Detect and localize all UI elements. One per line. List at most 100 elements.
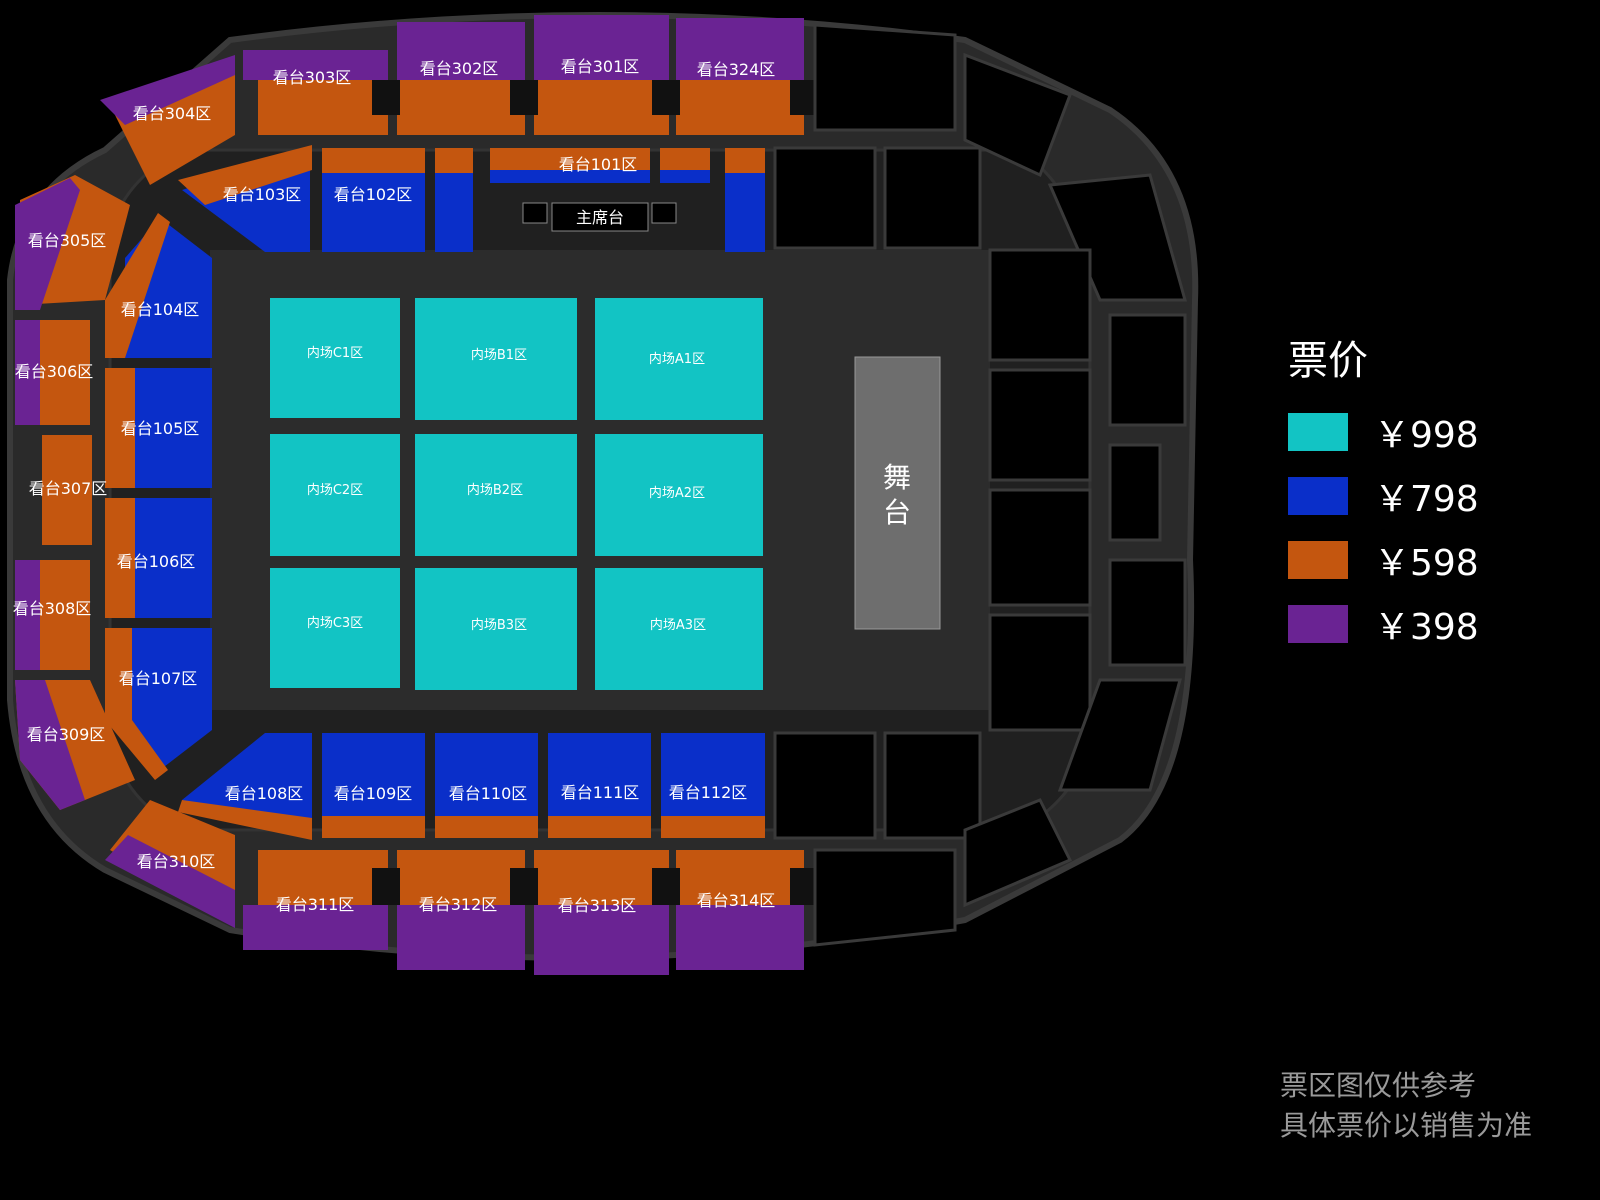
- label-109: 看台109区: [334, 784, 413, 803]
- floor-C2[interactable]: [270, 434, 400, 556]
- section-302[interactable]: [397, 22, 525, 80]
- section-307[interactable]: [42, 435, 92, 545]
- left-side-sections: [15, 175, 212, 810]
- label-312: 看台312区: [419, 895, 498, 914]
- label-floor-B2: 内场B2区: [467, 482, 523, 498]
- section-101a-outer: [435, 148, 473, 173]
- section-311-outer: [243, 905, 388, 950]
- label-304: 看台304区: [133, 104, 212, 123]
- legend-item: ￥998: [1288, 400, 1479, 464]
- label-floor-C1: 内场C1区: [307, 345, 363, 361]
- section-304[interactable]: [110, 60, 235, 185]
- vomitory: [372, 80, 400, 115]
- section-305-outer: [15, 178, 80, 310]
- section-106-outer: [105, 498, 135, 618]
- section-304-outer: [100, 55, 235, 125]
- vomitory: [510, 868, 538, 905]
- label-103: 看台103区: [223, 185, 302, 204]
- floor-C1[interactable]: [270, 298, 400, 418]
- section-313[interactable]: [534, 850, 669, 905]
- label-309: 看台309区: [27, 725, 106, 744]
- label-302: 看台302区: [420, 59, 499, 78]
- label-104: 看台104区: [121, 300, 200, 319]
- stage-label-1: 舞: [883, 461, 911, 494]
- price-legend: 票价 ￥998 ￥798 ￥598 ￥398: [1288, 328, 1479, 656]
- closed-blocks-top-right: [773, 23, 1187, 302]
- label-floor-B1: 内场B1区: [471, 347, 527, 363]
- label-112: 看台112区: [669, 783, 748, 802]
- section-112-outer: [661, 816, 765, 838]
- label-308: 看台308区: [13, 599, 92, 618]
- legend-swatch: [1288, 477, 1348, 515]
- floor-C3[interactable]: [270, 568, 400, 688]
- label-floor-B3: 内场B3区: [471, 617, 527, 633]
- legend-title: 票价: [1288, 338, 1368, 384]
- upper-tier-top: [100, 15, 818, 185]
- section-102-outer: [322, 148, 425, 173]
- label-101: 看台101区: [559, 155, 638, 174]
- label-324: 看台324区: [697, 60, 776, 79]
- legend-swatch: [1288, 605, 1348, 643]
- head-table-side: [522, 202, 548, 224]
- legend-item: ￥398: [1288, 592, 1479, 656]
- stage: [854, 356, 941, 630]
- label-307: 看台307区: [29, 479, 108, 498]
- section-314-outer: [676, 905, 804, 970]
- section-301[interactable]: [534, 15, 669, 80]
- section-101-outer: [490, 148, 650, 170]
- section-108[interactable]: [182, 733, 312, 838]
- label-floor-C2: 内场C2区: [307, 482, 363, 498]
- section-301-lower: [534, 80, 669, 135]
- vomitory: [510, 80, 538, 115]
- legend-price: ￥998: [1374, 415, 1479, 456]
- legend-swatch: [1288, 413, 1348, 451]
- section-324-lower: [676, 80, 804, 135]
- label-107: 看台107区: [119, 669, 198, 688]
- section-303-lower: [258, 80, 388, 135]
- section-324[interactable]: [676, 18, 804, 80]
- label-301: 看台301区: [561, 57, 640, 76]
- section-104-outer: [105, 213, 170, 358]
- section-303[interactable]: [243, 50, 388, 80]
- label-111: 看台111区: [561, 783, 640, 802]
- floor-B2[interactable]: [415, 434, 577, 556]
- floor-sections: [270, 298, 763, 690]
- floor-A1[interactable]: [595, 298, 763, 420]
- inner-tier-top: [178, 145, 765, 252]
- label-head-table: 主席台: [576, 208, 624, 227]
- section-312-outer: [397, 905, 525, 970]
- section-107-outer: [105, 628, 168, 780]
- floor-A3[interactable]: [595, 568, 763, 690]
- label-310: 看台310区: [137, 852, 216, 871]
- section-111-outer: [548, 816, 651, 838]
- section-101b-outer: [660, 148, 710, 170]
- section-110-outer: [435, 816, 538, 838]
- section-314[interactable]: [676, 850, 804, 905]
- label-108: 看台108区: [225, 784, 304, 803]
- label-306: 看台306区: [15, 362, 94, 381]
- floor-A2[interactable]: [595, 434, 763, 556]
- label-110: 看台110区: [449, 784, 528, 803]
- vomitory: [372, 868, 400, 905]
- section-302-lower: [397, 80, 525, 135]
- floor-B1[interactable]: [415, 298, 577, 420]
- section-313-outer: [534, 905, 669, 975]
- floor-B3[interactable]: [415, 568, 577, 690]
- closed-blocks-right: [773, 248, 1187, 947]
- section-306-outer: [15, 320, 40, 425]
- section-308-outer: [15, 560, 40, 670]
- section-309-outer: [15, 680, 85, 810]
- vomitory: [652, 868, 680, 905]
- section-312[interactable]: [397, 850, 525, 905]
- head-table-side: [651, 202, 677, 224]
- label-floor-A2: 内场A2区: [649, 485, 705, 501]
- upper-tier-bottom: [105, 800, 818, 975]
- vomitory: [790, 80, 818, 115]
- legend-price: ￥598: [1374, 543, 1479, 584]
- legend-item: ￥798: [1288, 464, 1479, 528]
- section-311[interactable]: [258, 850, 388, 905]
- legend-swatch: [1288, 541, 1348, 579]
- section-labels: 看台303区 看台302区 看台301区 看台324区 看台304区 看台101…: [13, 57, 776, 915]
- label-311: 看台311区: [276, 895, 355, 914]
